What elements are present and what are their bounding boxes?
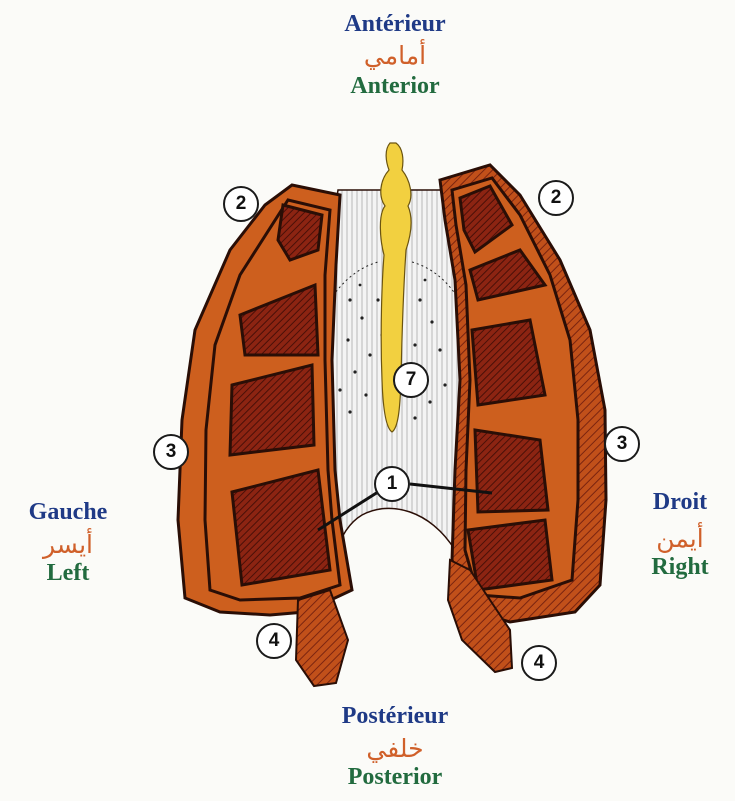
left-segment-1 (278, 205, 322, 260)
callout-4-right: 4 (521, 645, 557, 681)
posterior-label-fr: Postérieur (300, 704, 490, 728)
callout-4-left: 4 (256, 623, 292, 659)
anterior-label-group: Antérieur أمامي Anterior (300, 12, 490, 98)
right-label-group: Droit أيمن Right (630, 490, 730, 579)
callout-2-right: 2 (538, 180, 574, 216)
callout-3-right: 3 (604, 426, 640, 462)
left-segment-4 (232, 470, 330, 585)
anterior-label-ar: أمامي (300, 43, 490, 68)
right-label-fr: Droit (630, 490, 730, 514)
left-label-en: Left (8, 561, 128, 585)
right-label-ar: أيمن (630, 526, 730, 551)
posterior-label-en: Posterior (300, 765, 490, 789)
right-segment-4 (475, 430, 548, 512)
right-segment-5 (468, 520, 552, 590)
posterior-label-ar: خلفي (300, 736, 490, 761)
right-label-en: Right (630, 555, 730, 579)
anterior-label-en: Anterior (300, 74, 490, 98)
left-label-fr: Gauche (8, 500, 128, 524)
anterior-label-fr: Antérieur (300, 12, 490, 36)
right-segment-3 (472, 320, 545, 405)
posterior-label-group: Postérieur خلفي Posterior (300, 704, 490, 789)
left-label-ar: أيسر (8, 532, 128, 557)
callout-3-left: 3 (153, 434, 189, 470)
left-tail (296, 590, 348, 686)
left-label-group: Gauche أيسر Left (8, 500, 128, 585)
callout-2-left: 2 (223, 186, 259, 222)
callout-1: 1 (374, 466, 410, 502)
callout-7: 7 (393, 362, 429, 398)
